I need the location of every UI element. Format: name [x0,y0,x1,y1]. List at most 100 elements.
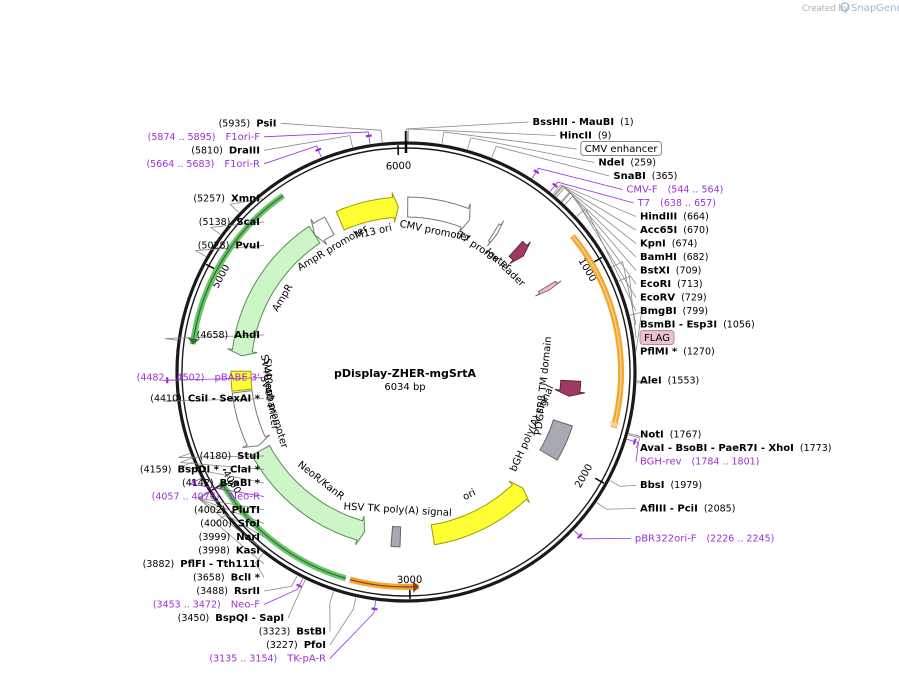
outer-arrow-core [220,481,346,579]
label-connector [178,452,265,458]
primer-site-mark [552,182,559,188]
feature-m13-ori [335,192,399,231]
enzyme-position: (729) [681,293,707,304]
label-connector [609,480,637,487]
enzyme-name: RsrII [234,586,260,597]
enzyme-position: (4142) [182,478,214,489]
enzyme-name: BssHII - MauBI [533,117,615,128]
label-connector [198,492,265,551]
feature-sv40-promoter [231,390,271,448]
plasmid-length: 6034 bp [384,382,425,393]
enzyme-name: PflFI - Tth111I [180,559,260,570]
primer-position: (3135 .. 3154) [209,653,277,664]
primer-position: (2226 .. 2245) [706,534,774,545]
label-connector [596,502,637,510]
label-connector [407,128,556,142]
enzyme-site-nari: NarI(3999) [199,532,260,543]
feature-label-sv40-enhancer: SV40 enhancer [258,354,280,432]
enzyme-site-csii-sexai: CsiI - SexAI *(4410) [150,394,261,405]
enzyme-site-avai-bsobi-paer7i-xhoi: AvaI - BsoBI - PaeR7I - XhoI(1773) [640,443,831,454]
feature-cmv-promoter [407,196,471,233]
enzyme-name: BclI * [231,572,261,583]
primer-position: (4057 .. 4076) [152,491,220,502]
primer-pbabe-3: pBABE 3'(4482 .. 4502) [137,373,260,384]
enzyme-name: PluTI [232,505,260,516]
feature-tag-cmv-enhancer: CMV enhancer [580,141,662,157]
primer-site-mark [315,147,322,152]
enzyme-site-scai: ScaI(5138) [199,217,260,228]
enzyme-position: (4658) [197,330,229,341]
enzyme-name: BspDI * - ClaI * [177,464,260,475]
enzyme-position: (3999) [199,532,231,543]
enzyme-position: (5138) [199,217,231,228]
outer-arrow-core [192,195,284,345]
label-connector [467,137,595,163]
feature-label-bgh-poly-a-signal: bGH poly(A) signal [508,384,556,474]
feature-hsv-tk-poly-a-signal [390,525,402,548]
enzyme-site-pfoi: PfoI(3227) [266,640,326,651]
enzyme-position: (5935) [219,118,251,129]
enzyme-name: KasI [236,545,260,556]
primer-name: Neo-R [230,491,261,502]
primer-neo-r: Neo-R (4057 .. 4076) [152,491,260,502]
enzyme-name: AflIII - PciI [640,504,698,515]
feature-ampr-promoter [310,216,335,245]
primer-site-mark [533,169,540,175]
enzyme-name: SnaBI [613,171,645,182]
enzyme-name: AleI [640,375,662,386]
outer-feature-arrows [187,193,624,593]
enzyme-position: (1270) [683,347,715,358]
feature-segment [535,280,562,297]
label-connector [164,398,265,402]
label-connector [628,434,641,449]
enzyme-position: (3323) [259,626,291,637]
feature-label-hsv-tk-poly-a-signal: HSV TK poly(A) signal [343,501,452,519]
enzyme-position: (713) [677,279,703,290]
enzyme-site-hincii: HincII (9) [560,131,612,142]
enzyme-position: (674) [672,239,698,250]
enzyme-position: (1) [620,117,633,128]
label-connector [280,122,383,143]
label-connectors [163,121,649,659]
outer-arrow-core [571,235,622,428]
tick-mark [592,256,603,264]
enzyme-position: (3882) [143,559,175,570]
enzyme-position: (4180) [200,451,232,462]
enzyme-name: HindIII [640,212,677,223]
enzyme-position: (9) [598,131,611,142]
label-connector [561,191,637,271]
tick-mark [594,477,605,484]
credit-prefix: Created by [802,4,849,14]
enzyme-site-bamhi: BamHI(682) [640,252,708,263]
label-connector [197,491,265,511]
enzyme-name: PflMI * [640,347,678,358]
enzyme-site-bcli: BclI *(3658) [193,572,261,583]
label-connector [573,530,631,540]
primer-pbr322ori-f: pBR322ori-F(2226 .. 2245) [635,534,774,545]
enzyme-site-bbsi: BbsI(1979) [640,480,702,491]
enzyme-name: PvuI [235,241,260,252]
label-connector [329,591,335,632]
primer-position: (5664 .. 5683) [146,159,214,170]
primer-position: (5874 .. 5895) [148,132,216,143]
enzyme-name: PfoI [304,640,326,651]
enzyme-position: (1767) [670,430,702,441]
primer-name: F1ori-R [224,159,260,170]
enzyme-name: PsiI [256,118,276,129]
feature-tag-flag: FLAG [639,330,675,346]
enzyme-site-afliii-pcii: AflIII - PciI (2085) [640,504,735,515]
enzyme-position: (1979) [670,480,702,491]
feature-tag-box [580,141,662,157]
label-connector [165,334,265,341]
enzyme-site-snabi: SnaBI(365) [613,171,677,182]
feature-neor-kanr [251,444,366,546]
primer-name: Neo-F [231,599,261,610]
feature-bgh-poly-a-signal [539,419,574,461]
enzyme-position: (2085) [704,504,736,515]
feature-ori [430,480,531,546]
enzyme-position: (799) [683,306,709,317]
enzyme-name: NotI [640,430,664,441]
enzyme-name: HincII [560,131,592,142]
label-connector [263,578,304,605]
feature-t7-promoter [486,220,505,247]
